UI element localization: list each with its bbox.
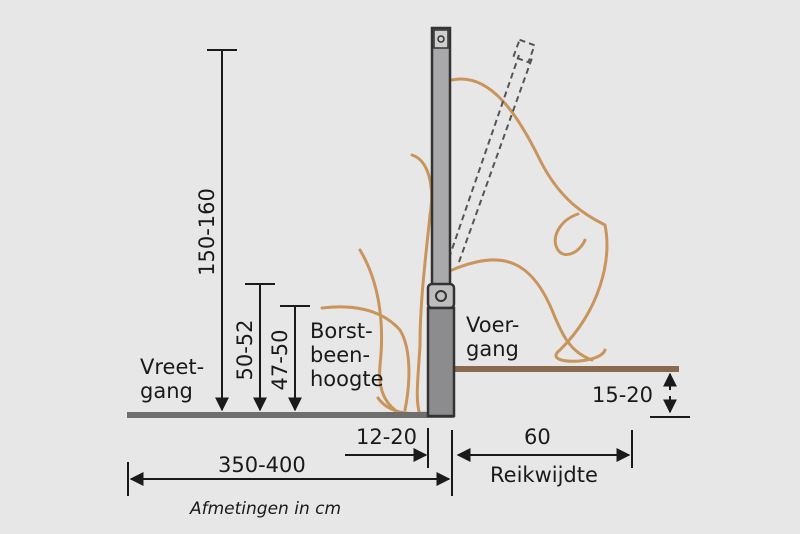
post-hinge: [426, 282, 456, 310]
cow-ear: [553, 212, 587, 256]
feed-table: [454, 366, 679, 372]
cow-outline: [320, 77, 609, 417]
height-markers: [207, 49, 310, 412]
cow-chest-line: [410, 153, 434, 417]
height-total-label: 150-160: [195, 188, 219, 276]
tilted-rail-cap: [512, 38, 536, 64]
feed-table-height-marker: [650, 372, 690, 418]
borstbeen-label-line3: hoogte: [310, 367, 384, 391]
cow-back-line: [450, 77, 609, 363]
post-upper: [430, 26, 452, 288]
tilted-rail-dashed: [448, 38, 536, 263]
post-hinge-bolt: [435, 290, 447, 302]
post-cap-hole: [437, 35, 445, 43]
vreetgang-label-line2: gang: [140, 379, 193, 403]
reach-label: 60: [524, 425, 551, 449]
borstbeen-label-line1: Borst-: [310, 319, 373, 343]
vreetgang-label-line1: Vreet-: [140, 355, 204, 379]
offset-post-label: 12-20: [356, 425, 417, 449]
tilted-rail-edge-left: [448, 54, 520, 259]
borstbeen-label-line2: been-: [310, 343, 370, 367]
voergang-label-line1: Voer-: [466, 313, 519, 337]
cow-leg-front: [358, 248, 397, 412]
cow-leg-back: [320, 305, 411, 412]
height-rail-label: 50-52: [233, 319, 257, 380]
width-stand-label: 350-400: [218, 453, 306, 477]
feeding-barrier-post: [426, 26, 456, 418]
footer-caption: Afmetingen in cm: [189, 499, 341, 519]
tilted-rail-edge-right: [458, 57, 533, 263]
post-base: [426, 306, 456, 418]
height-sternum-label: 47-50: [268, 329, 292, 390]
post-cap: [433, 29, 449, 49]
feed-table-height-label: 15-20: [592, 383, 653, 407]
horizontal-markers: [127, 428, 633, 496]
cow-neck-line: [450, 258, 594, 362]
voergang-label-line2: gang: [466, 337, 519, 361]
stand-floor: [127, 412, 454, 418]
reikwijdte-label: Reikwijdte: [490, 463, 598, 487]
